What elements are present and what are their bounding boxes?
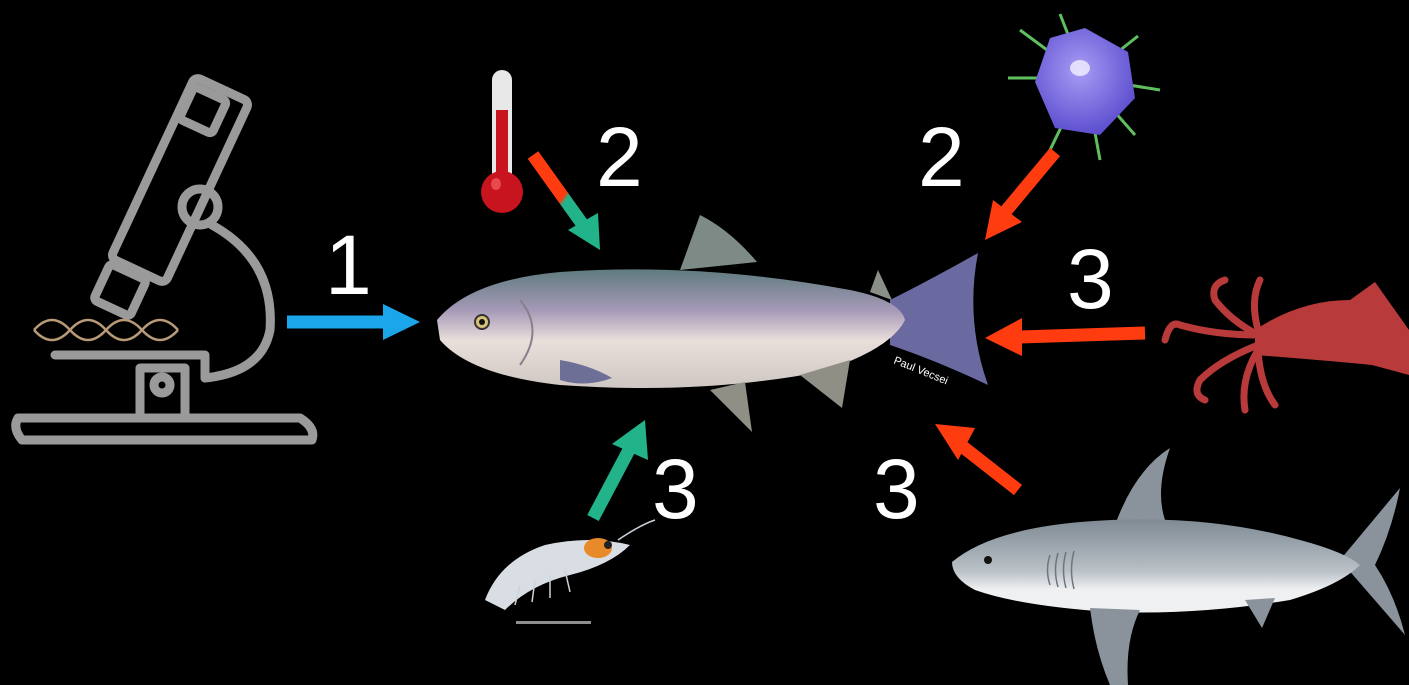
arrow-virus-to-salmon [985, 152, 1055, 240]
label-squid-number: 3 [1067, 237, 1114, 321]
squid-illustration [1165, 280, 1409, 410]
label-microscope-number: 1 [325, 223, 372, 307]
label-temperature-number: 2 [596, 115, 643, 199]
arrow-temperature-to-salmon [533, 155, 600, 250]
microscope-icon [16, 77, 313, 440]
virus-icon [1008, 14, 1160, 160]
thermometer-icon [481, 70, 523, 213]
label-virus-number: 2 [918, 115, 965, 199]
dna-icon [34, 320, 178, 340]
arrow-shark-to-salmon [935, 424, 1018, 490]
arrow-squid-to-salmon [985, 318, 1145, 356]
label-krill-number: 3 [652, 447, 699, 531]
label-shark-number: 3 [873, 447, 920, 531]
salmon-illustration [437, 215, 988, 432]
arrow-krill-to-salmon [593, 420, 648, 518]
krill-illustration [485, 520, 655, 624]
